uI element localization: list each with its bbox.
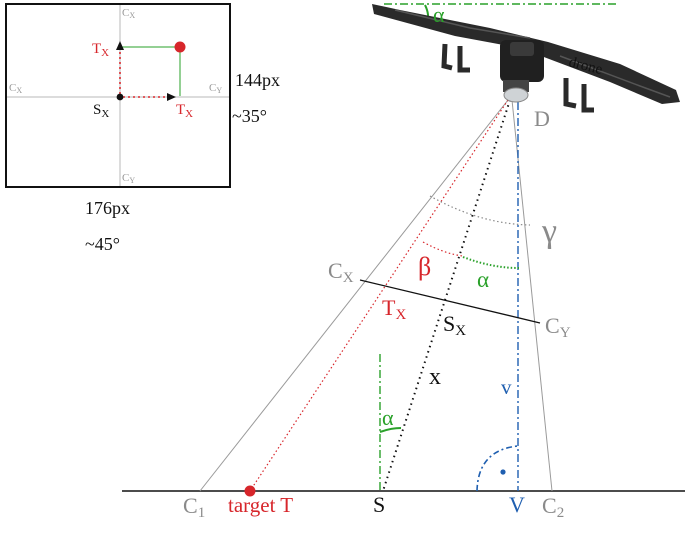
drone-highlight-2 [559,55,671,98]
right-angle-dot [500,469,506,475]
inset-height-deg: ~35° [232,106,267,126]
inset-sx-label: SX [93,102,109,120]
inset-tx-right-label: TX [176,102,193,120]
center-ray-x [382,99,511,492]
drone-illustration [372,4,680,113]
s-label: S [373,492,385,517]
inset-cy-right: CY [209,82,222,95]
fov-right-boundary [511,99,553,492]
inset-tx-right-arrow [167,93,176,101]
alpha-mid-label: α [477,267,489,292]
inset-tx-up-arrow [116,41,124,50]
inset-height-px: 144px [235,70,280,90]
ray-to-target [249,99,509,492]
drone-body [372,4,680,104]
alpha-bottom-label: α [382,405,394,430]
drone-highlight [394,9,531,39]
gamma-label: γ [541,213,557,250]
alpha-arc-mid [462,256,520,269]
v-point-label: V [509,492,525,517]
drone-center-top [510,42,534,56]
inset-tx-up-label: TX [92,41,109,59]
alpha-top-label: α [433,2,445,27]
drone-camera-lens [503,87,529,103]
inset-width-deg: ~45° [85,234,120,254]
sx-label: SX [443,311,466,339]
inset-cx-left: CX [9,82,22,95]
inset-width-px: 176px [85,198,130,218]
right-angle-arc [476,445,519,492]
image-plane-line [359,279,541,324]
target-dot [244,485,256,497]
cy-label: CY [545,313,571,341]
inset-target-dot [174,41,186,53]
cx-label: CX [328,258,354,286]
x-distance-label: x [429,364,441,390]
camera-frame-inset: CX CY CX CY TX TX SX [5,3,231,188]
c2-label: C2 [542,493,564,521]
fov-left-boundary [199,99,509,492]
drone-leg-left [441,43,470,73]
inset-cy-bottom: CY [122,172,135,185]
alpha-arc-bottom [379,427,402,433]
tx-label: TX [382,295,406,323]
beta-label: β [418,252,431,281]
v-height-label: v [501,375,512,399]
c1-label: C1 [183,493,205,521]
inset-center-dot [116,93,124,101]
gamma-arc [429,195,531,226]
drone-point-d: D [534,106,550,131]
target-label: target T [228,493,293,517]
inset-cx-top: CX [122,7,135,20]
drone-leg-right [563,78,594,113]
